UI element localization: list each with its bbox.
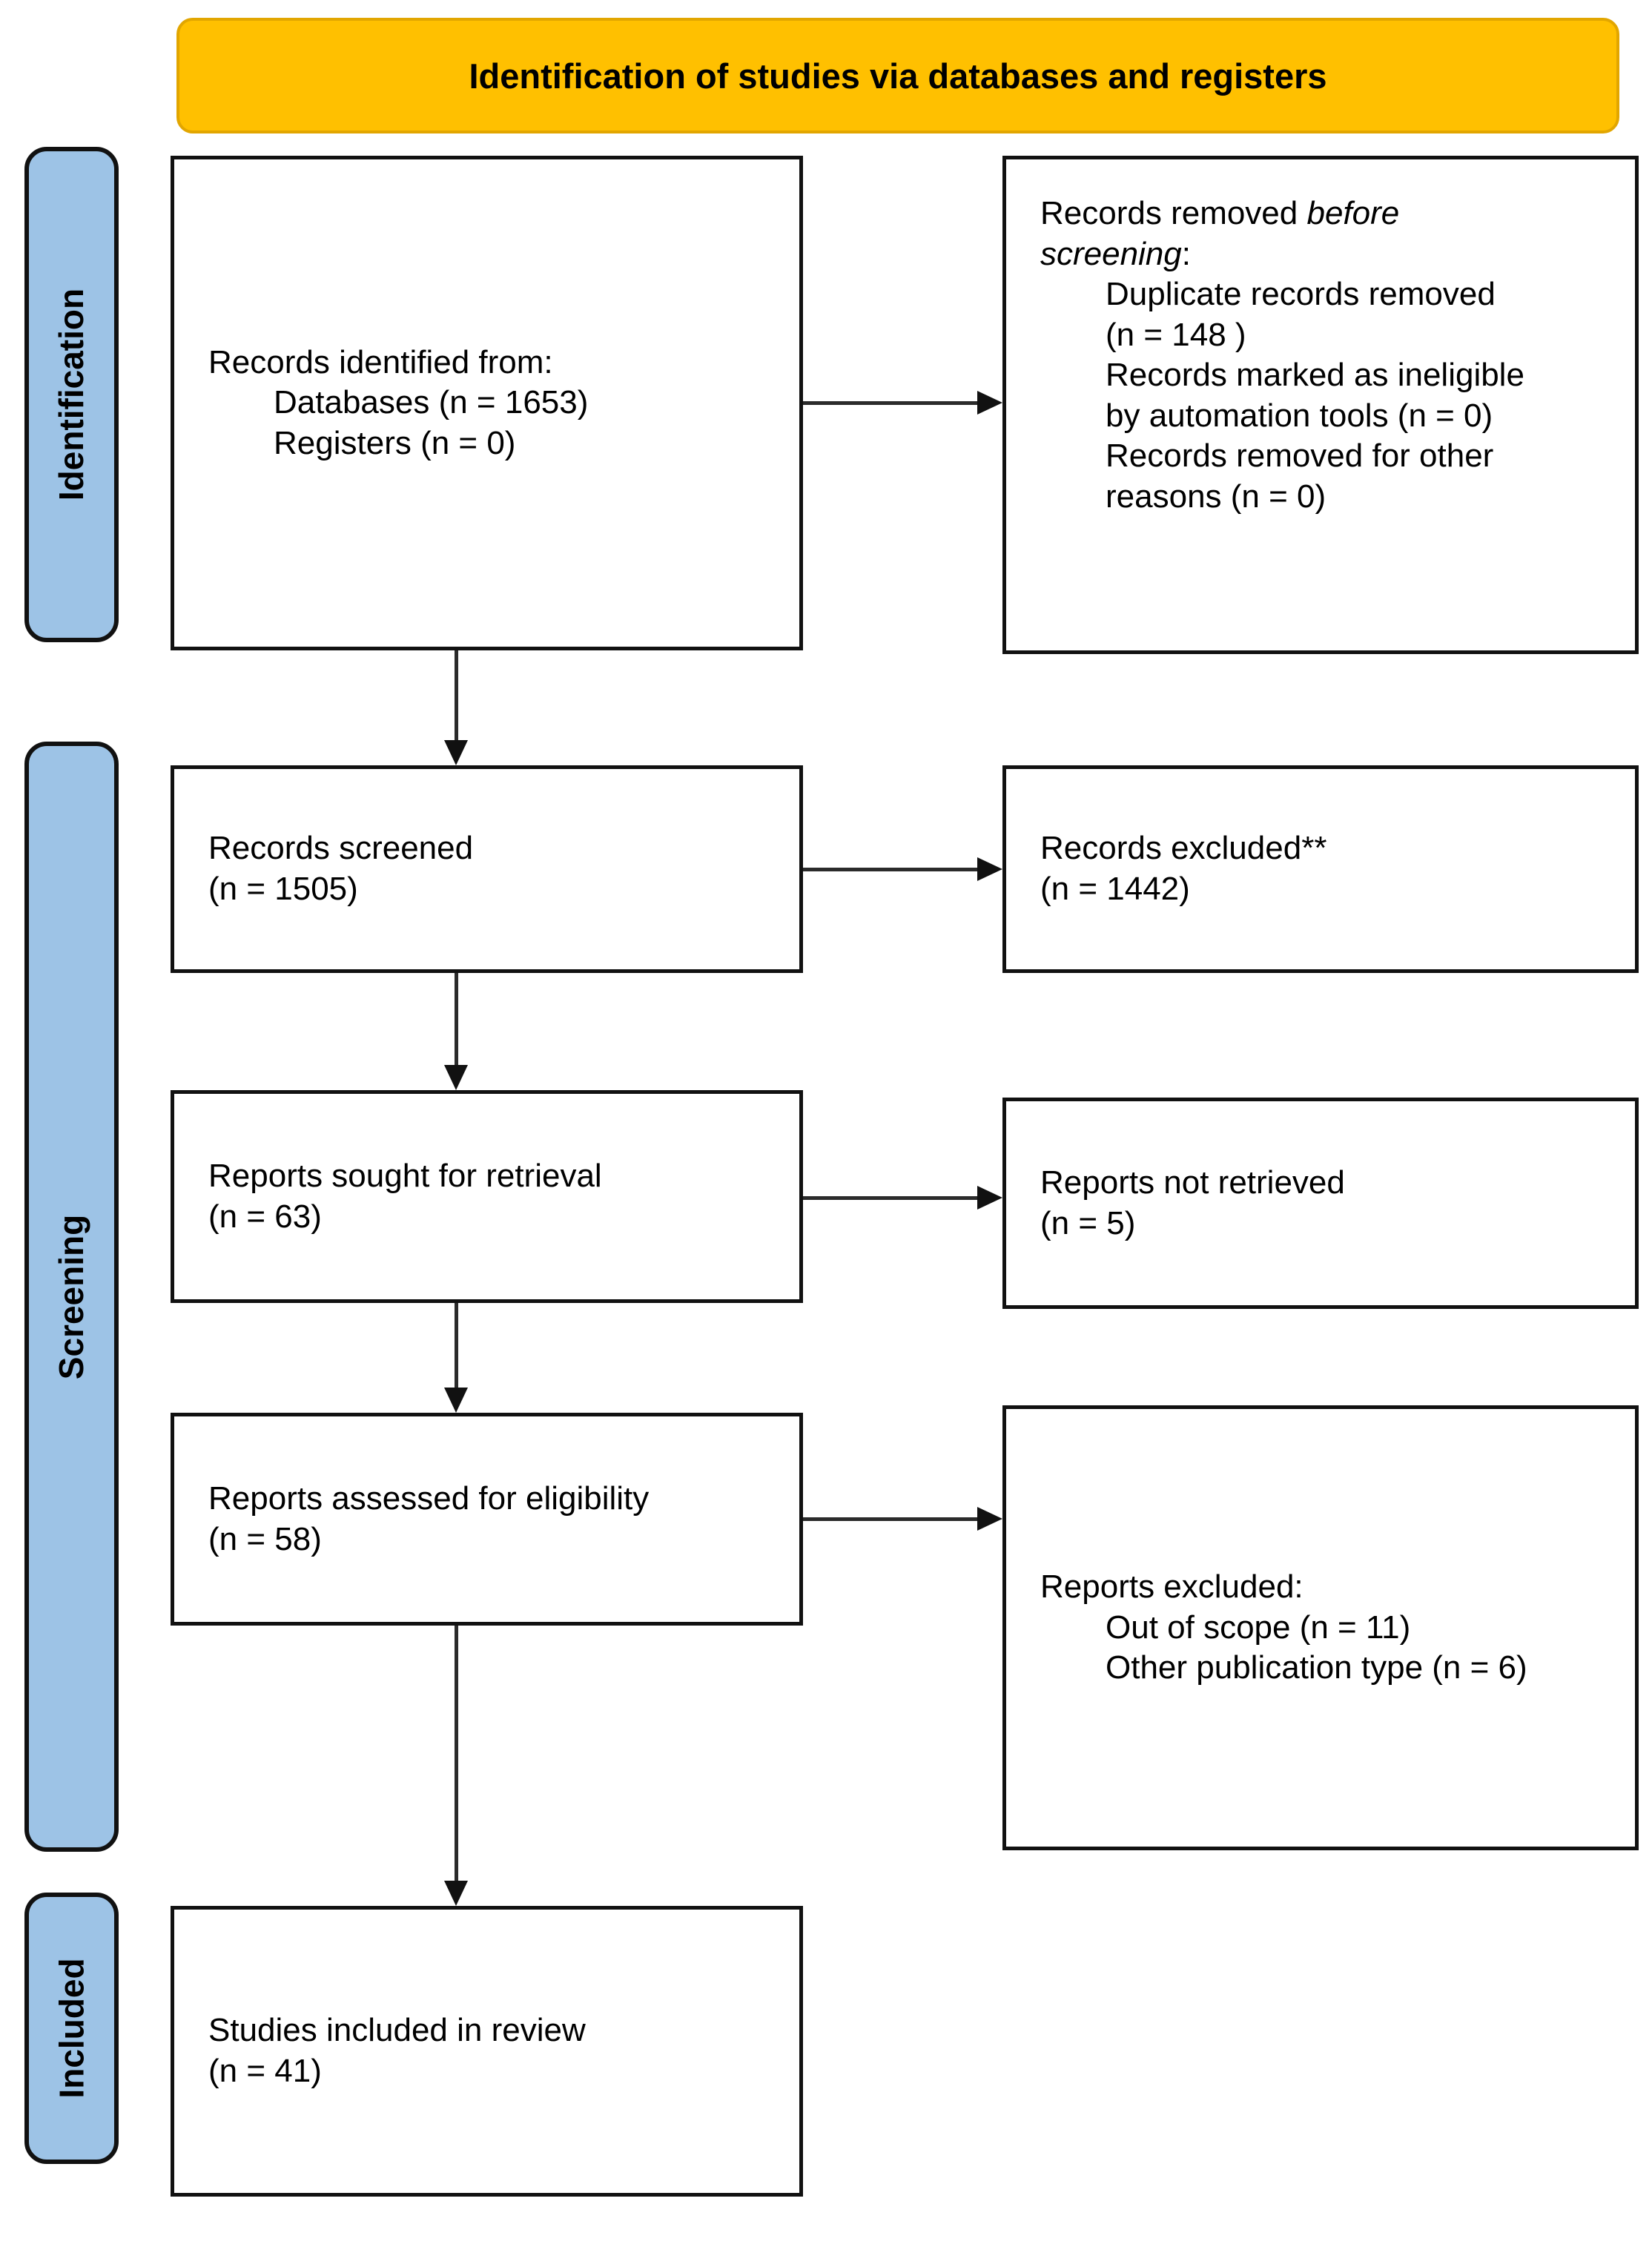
box-title: Reports excluded:: [1040, 1568, 1304, 1606]
box-records-screened: Records screened (n = 1505): [171, 765, 803, 973]
box-records-identified: Records identified from: Databases (n = …: [171, 156, 803, 650]
arrow-head-right-icon: [977, 1186, 1002, 1210]
box-title: Records identified from:: [208, 343, 553, 380]
box-item-line: (n = 148 ): [1106, 316, 1246, 353]
box-text: Reports sought for retrieval: [208, 1157, 602, 1194]
arrow-head-down-icon: [444, 740, 468, 765]
box-text: Reports not retrieved: [1040, 1164, 1345, 1201]
box-item: Out of scope (n = 11): [1106, 1609, 1411, 1646]
arrow-sought-to-not-retrieved: [803, 1186, 1002, 1210]
arrow-line: [803, 1517, 977, 1521]
box-item-line: Duplicate records removed: [1106, 276, 1496, 313]
arrow-line: [803, 400, 977, 405]
box-text: (n = 58): [208, 1520, 322, 1557]
box-reports-excluded: Reports excluded: Out of scope (n = 11) …: [1002, 1405, 1639, 1850]
arrow-assessed-to-included: [444, 1626, 468, 1906]
arrow-screened-to-sought: [444, 973, 468, 1090]
arrow-line: [803, 867, 977, 871]
arrow-line: [454, 1303, 458, 1388]
arrow-identified-to-removed: [803, 391, 1002, 415]
arrow-head-down-icon: [444, 1881, 468, 1906]
arrow-screened-to-excluded: [803, 857, 1002, 881]
box-title-part: :: [1181, 235, 1192, 272]
box-text: (n = 1442): [1040, 871, 1190, 907]
sidebar-label-included: Included: [24, 1893, 119, 2164]
box-item: Duplicate records removed(n = 148 ): [1106, 274, 1613, 355]
box-reports-sought: Reports sought for retrieval (n = 63): [171, 1090, 803, 1303]
sidebar-label-screening: Screening: [24, 742, 119, 1852]
box-item-line: Records marked as ineligible: [1106, 357, 1524, 394]
box-text: Reports assessed for eligibility: [208, 1479, 650, 1517]
sidebar-label-included-text: Included: [52, 1958, 91, 2099]
box-text: (n = 5): [1040, 1204, 1136, 1241]
arrow-sought-to-assessed: [444, 1303, 468, 1413]
box-text: Records screened: [208, 830, 474, 867]
box-reports-not-retrieved: Reports not retrieved (n = 5): [1002, 1098, 1639, 1309]
arrow-assessed-to-reports-excluded: [803, 1507, 1002, 1531]
box-item-line: Records removed for other: [1106, 438, 1494, 475]
box-item: Other publication type (n = 6): [1106, 1649, 1527, 1686]
arrow-line: [454, 650, 458, 740]
box-title-part: Records removed: [1040, 195, 1307, 231]
box-text: (n = 41): [208, 2053, 322, 2089]
arrow-line: [803, 1195, 977, 1200]
sidebar-label-identification: Identification: [24, 147, 119, 642]
box-text: (n = 1505): [208, 871, 358, 907]
box-text: (n = 63): [208, 1198, 322, 1235]
box-records-excluded: Records excluded** (n = 1442): [1002, 765, 1639, 973]
sidebar-label-screening-text: Screening: [52, 1214, 91, 1379]
arrow-line: [454, 1626, 458, 1881]
box-item: Registers (n = 0): [274, 424, 516, 461]
box-item-line: reasons (n = 0): [1106, 478, 1326, 515]
banner-title: Identification of studies via databases …: [469, 56, 1327, 96]
sidebar-label-identification-text: Identification: [52, 288, 91, 501]
arrow-head-down-icon: [444, 1388, 468, 1413]
box-text: Records excluded**: [1040, 830, 1327, 867]
box-title-italic: screening: [1040, 235, 1182, 272]
arrow-head-down-icon: [444, 1065, 468, 1090]
box-item: Databases (n = 1653): [274, 384, 589, 421]
box-title: Records removed before screening:: [1040, 194, 1613, 274]
box-title-italic: before: [1306, 195, 1400, 231]
box-studies-included: Studies included in review (n = 41): [171, 1906, 803, 2197]
arrow-head-right-icon: [977, 857, 1002, 881]
box-reports-assessed: Reports assessed for eligibility (n = 58…: [171, 1413, 803, 1626]
box-records-removed: Records removed before screening: Duplica…: [1002, 156, 1639, 654]
arrow-line: [454, 973, 458, 1065]
box-item-line: by automation tools (n = 0): [1106, 397, 1493, 434]
banner: Identification of studies via databases …: [176, 18, 1619, 133]
box-text: Studies included in review: [208, 2012, 586, 2049]
arrow-identified-to-screened: [444, 650, 468, 765]
arrow-head-right-icon: [977, 1507, 1002, 1531]
arrow-head-right-icon: [977, 391, 1002, 415]
